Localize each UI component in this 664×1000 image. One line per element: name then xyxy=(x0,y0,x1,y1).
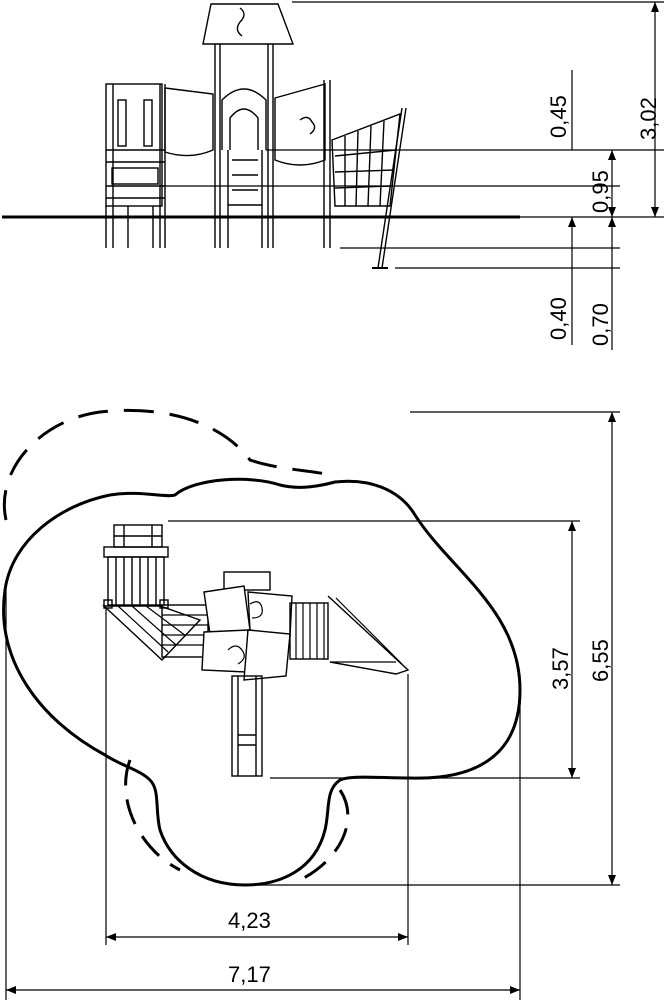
safety-zone-outline[interactable] xyxy=(2,477,522,887)
tower-top-step xyxy=(223,571,271,591)
roof-puzzle-notch xyxy=(236,7,245,37)
roof-panel xyxy=(202,3,295,45)
middle-deck xyxy=(161,604,209,658)
left-ladder xyxy=(113,524,163,548)
roof-puzzle-piece-3 xyxy=(201,629,249,673)
slide-plan xyxy=(231,675,263,777)
plan-view xyxy=(2,408,522,887)
elevation-dimensions xyxy=(165,1,664,350)
label-platform-height: 0,95 xyxy=(588,170,613,213)
plan-dimensions xyxy=(5,411,620,1000)
tower-arch-panel xyxy=(221,88,267,150)
alternate-safety-zone xyxy=(2,408,331,521)
right-deck xyxy=(289,602,329,660)
label-total-height: 3,02 xyxy=(636,97,661,140)
label-top-gap: 0,45 xyxy=(546,95,571,138)
left-cabin-window xyxy=(117,99,127,147)
left-wall-panel xyxy=(164,87,214,157)
left-tower-platform xyxy=(103,546,169,609)
side-elevation xyxy=(2,3,520,269)
label-footing-depth: 0,40 xyxy=(546,297,571,340)
left-cabin-frame xyxy=(105,83,163,207)
diagonal-bridge xyxy=(102,605,202,661)
roof-puzzle-piece-1 xyxy=(203,585,251,635)
label-zone-depth: 6,55 xyxy=(588,639,613,682)
net-anchor-pole xyxy=(377,107,403,269)
label-equipment-width: 4,23 xyxy=(228,908,271,933)
label-anchor-depth: 0,70 xyxy=(588,303,613,346)
roof-puzzle-piece-2 xyxy=(247,591,293,637)
roof-puzzle-piece-4 xyxy=(243,629,291,681)
label-zone-width: 7,17 xyxy=(228,962,271,987)
climbing-net-plan xyxy=(327,595,410,675)
right-wall-panel xyxy=(274,83,326,166)
slide-chute xyxy=(227,150,263,206)
label-equipment-depth: 3,57 xyxy=(548,647,573,690)
climbing-net xyxy=(331,112,401,207)
